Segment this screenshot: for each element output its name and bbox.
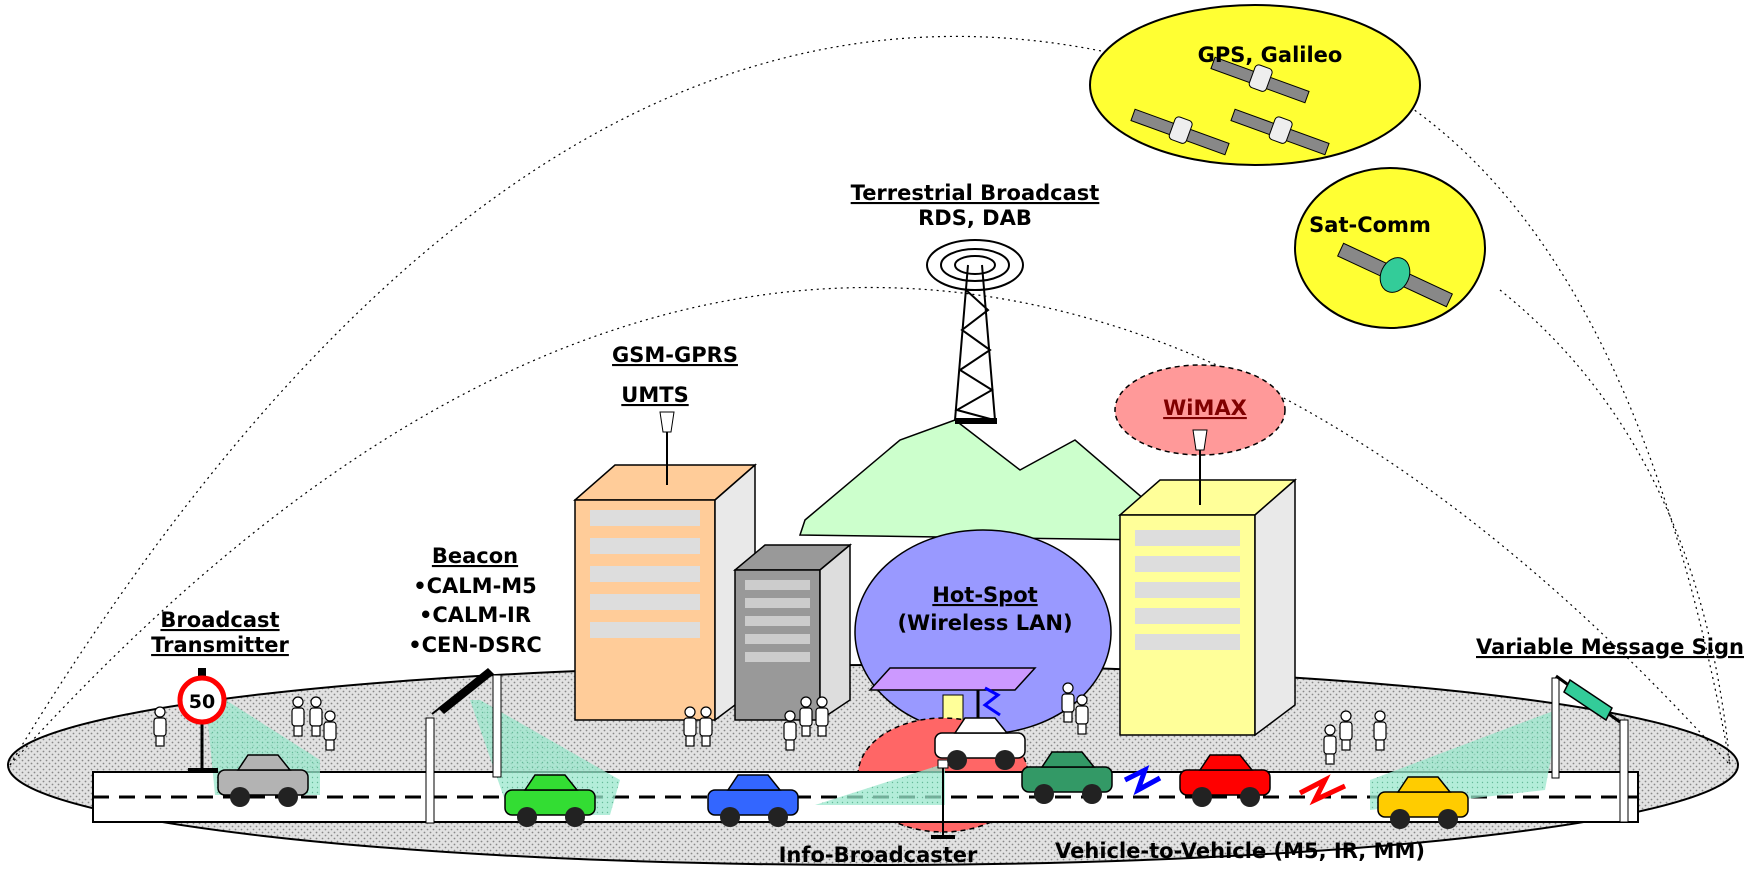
terrestrial-title: Terrestrial Broadcast (851, 181, 1100, 205)
hotspot-label-1: Hot-Spot (932, 583, 1037, 607)
v2v-label: Vehicle-to-Vehicle (M5, IR, MM) (1055, 839, 1425, 863)
speed-limit-sign: 50 (177, 668, 227, 773)
wimax-zone (1114, 364, 1286, 456)
broadcast-coverage (205, 690, 320, 795)
satellite-icon (1210, 56, 1310, 104)
people-icon (153, 682, 1387, 765)
satellite-icon (1230, 108, 1330, 156)
car-icon (934, 717, 1026, 770)
office-building-gray (732, 543, 853, 722)
satcomm-label: Sat-Comm (1309, 213, 1431, 237)
v2v-signal-icon (1123, 765, 1162, 796)
info-broadcaster-label: Info-Broadcaster (779, 843, 978, 867)
beacon-item: •CEN-DSRC (408, 633, 542, 657)
broadcast-transmitter-label-2: Transmitter (151, 633, 289, 657)
v2v-signal-icon (1298, 774, 1347, 806)
car-icon (504, 774, 596, 827)
info-coverage (815, 765, 945, 805)
gsm-label: GSM-GPRS (612, 343, 738, 367)
beacon-item: •CALM-M5 (413, 574, 537, 598)
variable-message-sign-icon (1551, 674, 1629, 823)
car-icon (1377, 776, 1469, 829)
coverage-dome-right2 (1499, 289, 1731, 766)
car-icon (1021, 751, 1113, 804)
car-icon (707, 774, 799, 827)
hotspot-label-2: (Wireless LAN) (897, 611, 1072, 635)
satcomm-zone (1294, 167, 1486, 329)
beacon-item: •CALM-IR (419, 603, 531, 627)
wireless-signal-icon (982, 686, 1001, 717)
car-icon (217, 754, 309, 807)
gps-label: GPS, Galileo (1198, 43, 1343, 67)
office-building-yellow (1118, 478, 1297, 737)
vms-label: Variable Message Sign (1476, 635, 1744, 659)
broadcast-tower-icon (926, 239, 1024, 424)
coverage-dome-right (1399, 99, 1731, 766)
antenna-icon (659, 411, 675, 485)
beacon-title: Beacon (432, 544, 518, 568)
terrestrial-sub: RDS, DAB (918, 206, 1032, 230)
car-icon (1179, 754, 1271, 807)
wimax-label: WiMAX (1163, 396, 1247, 420)
office-building-orange (573, 463, 757, 722)
satellite-icon (1130, 108, 1230, 156)
antenna-icon (1192, 429, 1208, 505)
speed-limit-value: 50 (189, 691, 215, 713)
broadcast-transmitter-label-1: Broadcast (160, 608, 279, 632)
beacon-gantry-icon (425, 668, 502, 824)
coverage-dome-inner (9, 286, 1731, 766)
umts-label: UMTS (621, 383, 688, 407)
mountain (798, 419, 1151, 541)
coverage-dome-left (9, 35, 1121, 766)
gas-station-icon (868, 667, 1037, 730)
beacon-coverage (470, 700, 620, 815)
comm-satellite-icon (1336, 242, 1454, 308)
